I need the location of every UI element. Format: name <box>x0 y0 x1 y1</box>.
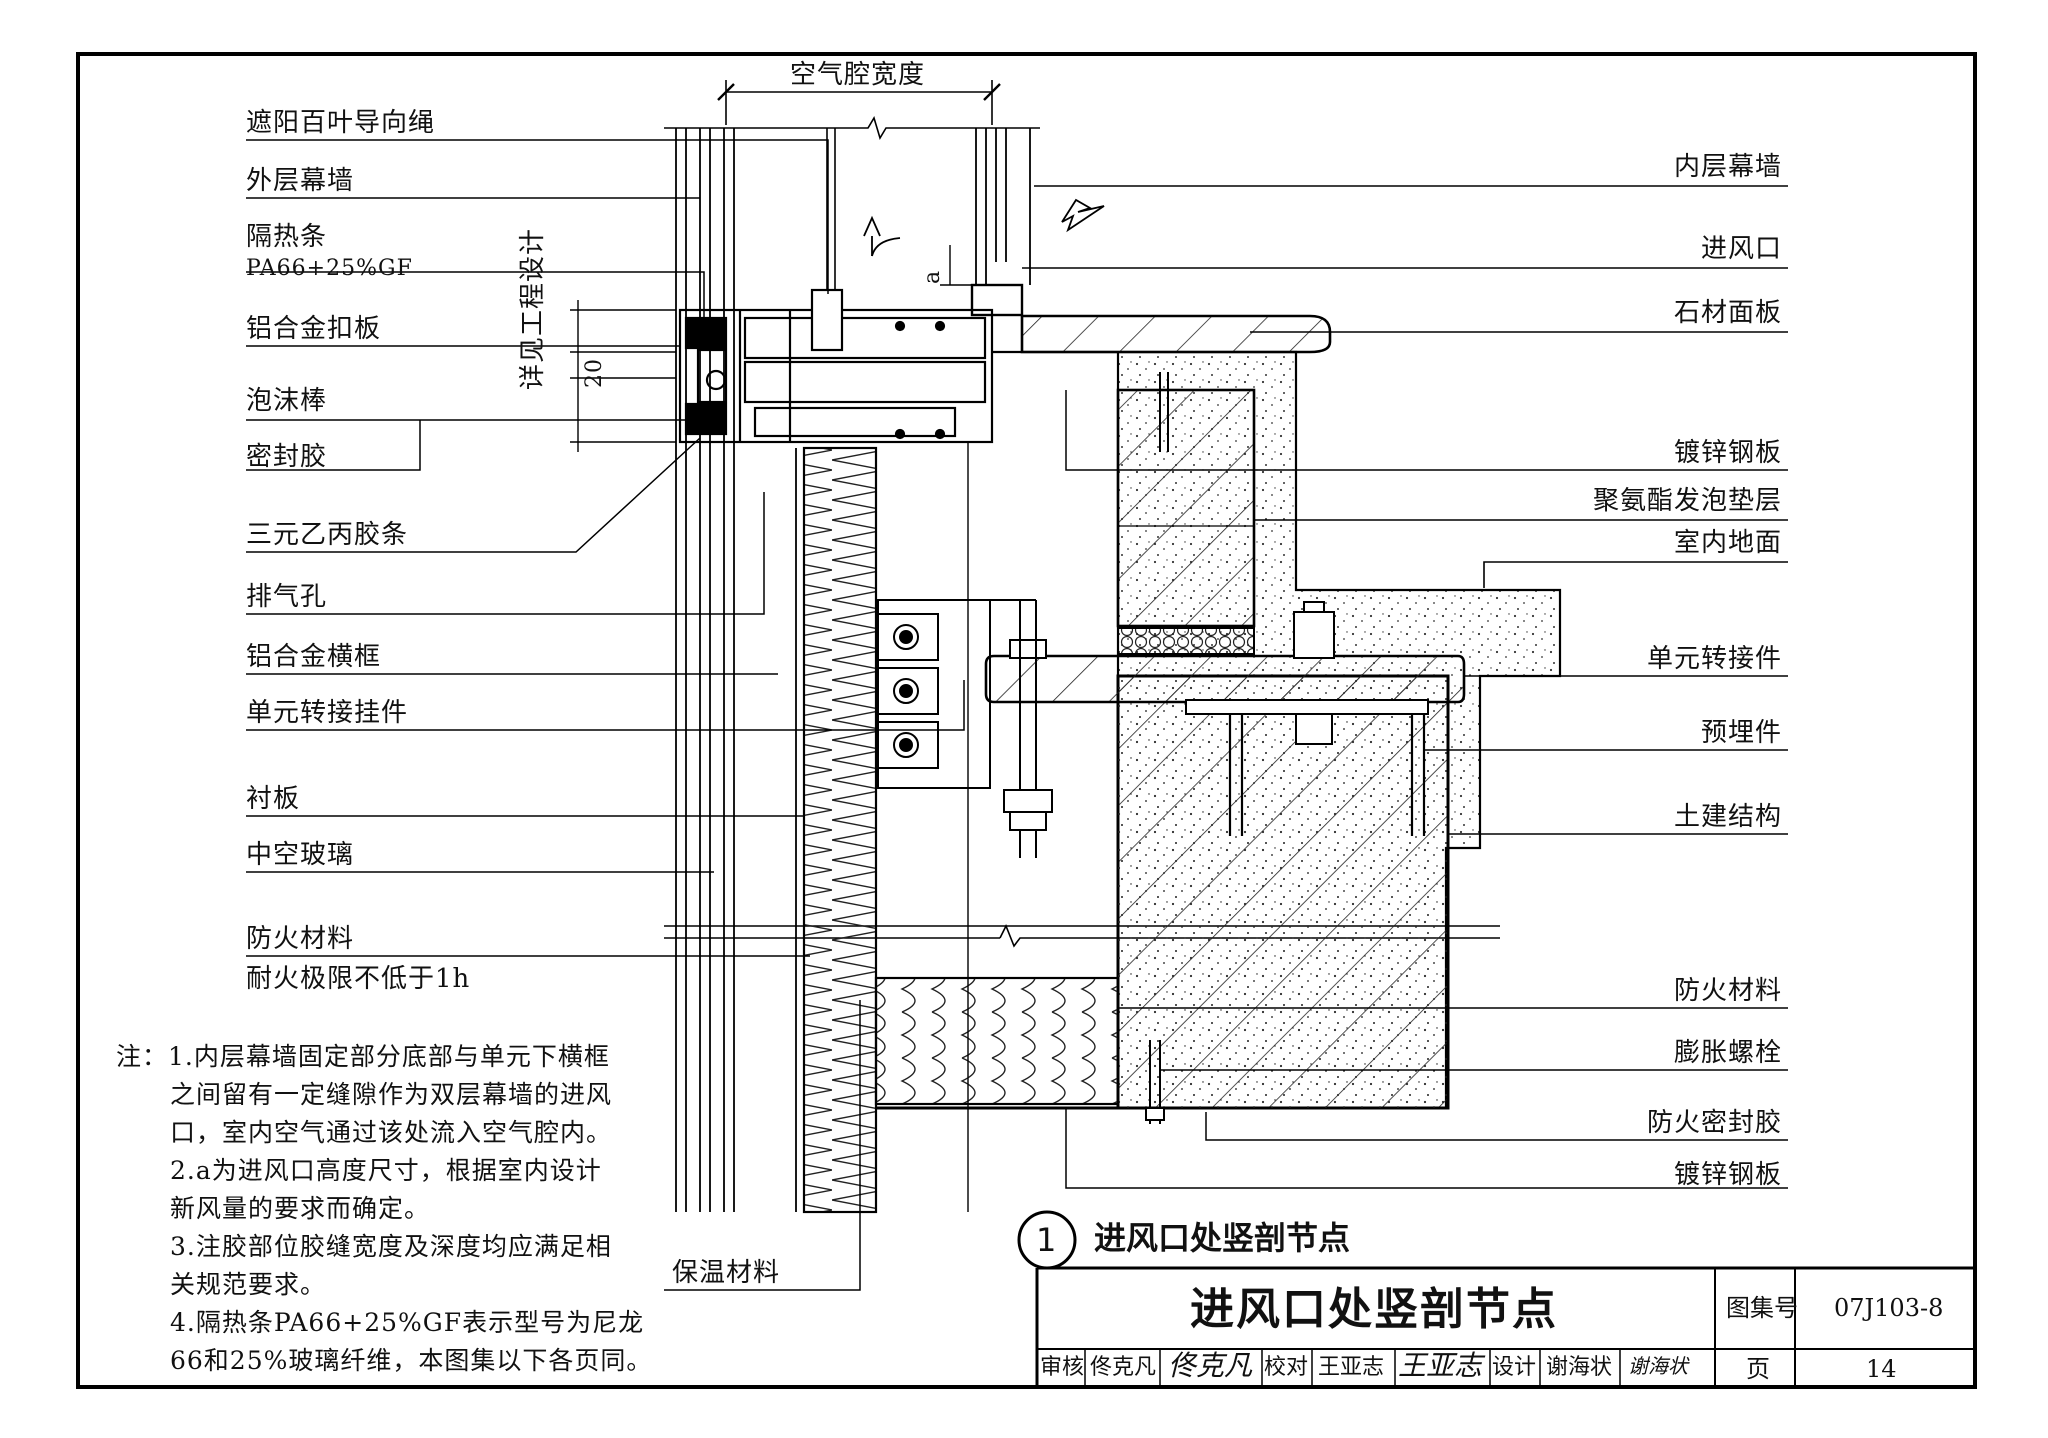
note-line-2: 之间留有一定缝隙作为双层幕墙的进风 <box>170 1080 613 1109</box>
label-pu-foam-pad: 聚氨酯发泡垫层 <box>1592 486 1782 516</box>
air-cavity-dimension <box>717 80 1001 125</box>
check-label: 校对 <box>1264 1355 1309 1380</box>
drawing-frame <box>76 52 1977 1389</box>
title-block-lines <box>1035 1266 1975 1387</box>
atlas-number: 07J103-8 <box>1834 1294 1944 1322</box>
label-unit-connector: 单元转接件 <box>1646 644 1782 674</box>
label-vent-hole: 排气孔 <box>246 582 328 612</box>
label-fire-sealant: 防火密封胶 <box>1646 1108 1782 1138</box>
note-line-7: 关规范要求。 <box>170 1270 327 1299</box>
galvanized-steel-block <box>1116 388 1256 628</box>
outer-curtain-wall <box>675 128 735 1212</box>
review-label: 审核 <box>1040 1355 1085 1380</box>
label-outer-curtain-wall: 外层幕墙 <box>246 166 355 196</box>
gap-20-label: 20 <box>582 358 607 388</box>
label-epdm-strip: 三元乙丙胶条 <box>246 520 409 550</box>
atlas-label: 图集号 <box>1726 1294 1798 1322</box>
inner-curtain-wall <box>970 128 1031 317</box>
label-unit-hanger: 单元转接挂件 <box>246 698 409 728</box>
dim-a-label: a <box>920 269 945 284</box>
vertical-guides <box>875 442 969 1212</box>
label-foam-rod: 泡沫棒 <box>246 386 328 416</box>
label-sealant: 密封胶 <box>246 442 328 472</box>
project-design-label: 详见工程设计 <box>518 227 548 390</box>
dimension-a <box>940 245 985 286</box>
note-line-5: 新风量的要求而确定。 <box>170 1194 431 1223</box>
label-galvanized-plate-2: 镀锌钢板 <box>1673 1160 1782 1190</box>
label-thermal-break: 隔热条 <box>246 222 328 252</box>
note-line-9: 66和25%玻璃纤维，本图集以下各页同。 <box>170 1346 653 1375</box>
note-line-6: 3.注胶部位胶缝宽度及深度均应满足相 <box>170 1232 612 1261</box>
structural-slab <box>1116 674 1450 1110</box>
page-label: 页 <box>1746 1355 1770 1383</box>
leader-lines <box>246 139 1788 1291</box>
reviewer-name: 佟克凡 <box>1090 1355 1157 1380</box>
hanging-bolt <box>1003 600 1053 858</box>
aluminium-profile <box>678 128 994 444</box>
break-line-top <box>664 116 1040 140</box>
label-indoor-floor: 室内地面 <box>1673 528 1782 558</box>
label-fire-rating: 耐火极限不低于1h <box>246 964 471 994</box>
stone-panel <box>1020 314 1332 354</box>
page-number: 14 <box>1866 1355 1897 1383</box>
foam-pad <box>1117 627 1255 655</box>
air-cavity-width-label: 空气腔宽度 <box>790 60 926 90</box>
label-air-inlet: 进风口 <box>1700 234 1782 264</box>
label-civil-structure: 土建结构 <box>1673 802 1782 832</box>
label-embedded-part: 预埋件 <box>1700 718 1782 748</box>
reviewer-signature: 佟克凡 <box>1168 1349 1253 1382</box>
detail-number: 1 <box>1036 1221 1057 1259</box>
label-fire-material: 防火材料 <box>246 924 355 954</box>
detail-title: 进风口处竖剖节点 <box>1094 1219 1351 1257</box>
designer-name: 谢海状 <box>1546 1355 1613 1380</box>
label-shade-guide-rope: 遮阳百叶导向绳 <box>246 108 436 138</box>
insulation-column <box>795 446 878 1214</box>
detail-number-circle <box>1017 1210 1077 1270</box>
label-liner: 衬板 <box>246 784 301 814</box>
floor-level-line <box>1483 561 1560 588</box>
drawing-title: 进风口处竖剖节点 <box>1190 1284 1558 1335</box>
label-insulated-glass: 中空玻璃 <box>246 840 355 870</box>
designer-signature: 谢海状 <box>1628 1354 1688 1378</box>
airflow-arrows <box>863 198 1105 257</box>
label-fire-material-right: 防火材料 <box>1673 976 1782 1006</box>
checker-name: 王亚志 <box>1318 1355 1385 1380</box>
unit-hanger <box>877 599 1036 789</box>
project-design-dimension <box>570 300 676 452</box>
fire-material <box>874 976 1120 1110</box>
label-expansion-bolt: 膨胀螺栓 <box>1673 1038 1782 1068</box>
note-line-3: 口，室内空气通过该处流入空气腔内。 <box>170 1118 613 1147</box>
label-inner-curtain-wall: 内层幕墙 <box>1673 152 1782 182</box>
label-insulation-material: 保温材料 <box>672 1258 781 1288</box>
label-aluminium-transom: 铝合金横框 <box>246 642 382 672</box>
label-stone-panel: 石材面板 <box>1673 298 1782 328</box>
label-thermal-break-model: PA66+25%GF <box>246 256 413 281</box>
label-galvanized-plate-1: 镀锌钢板 <box>1673 438 1782 468</box>
checker-signature: 王亚志 <box>1398 1349 1483 1382</box>
design-label: 设计 <box>1492 1355 1537 1380</box>
expansion-bolt <box>1145 372 1169 1124</box>
unit-connector-bracket <box>984 601 1466 836</box>
label-aluminium-cover: 铝合金扣板 <box>246 314 382 344</box>
note-line-4: 2.a为进风口高度尺寸，根据室内设计 <box>170 1156 602 1185</box>
note-line-8: 4.隔热条PA66+25%GF表示型号为尼龙 <box>170 1308 645 1337</box>
note-line-1: 注：1.内层幕墙固定部分底部与单元下横框 <box>116 1042 610 1071</box>
